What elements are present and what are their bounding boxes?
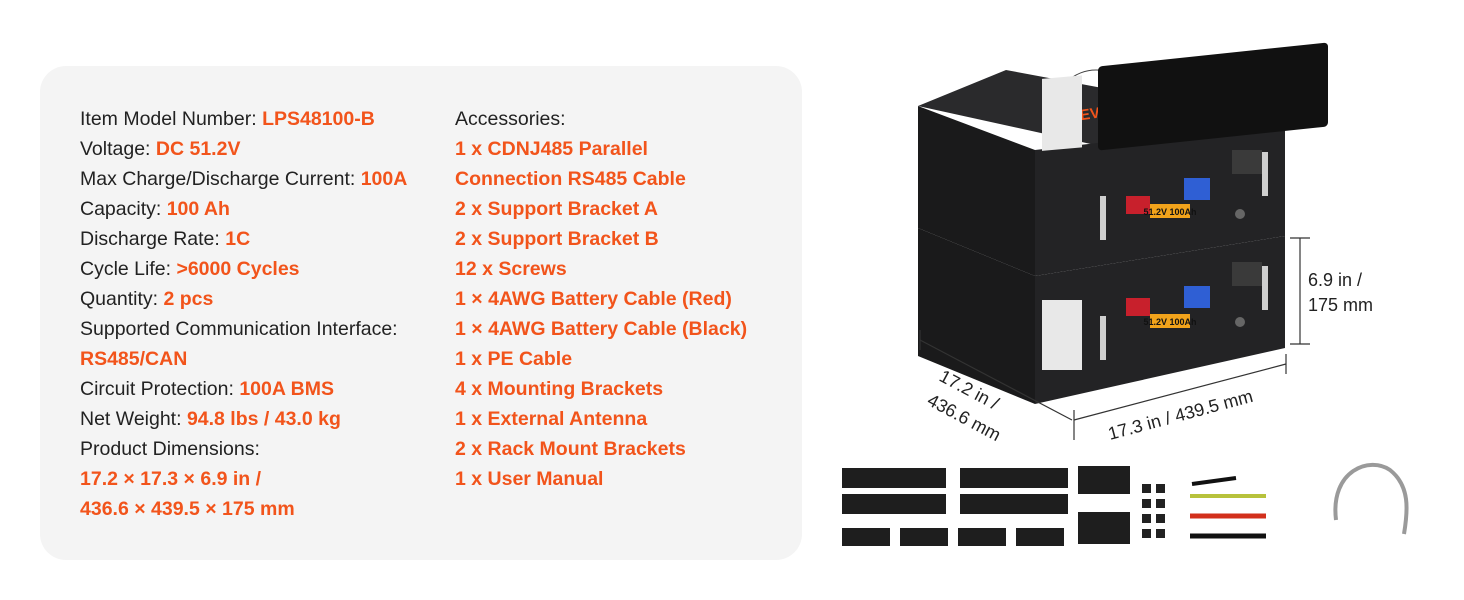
spec-row: Supported Communication Interface:: [80, 314, 450, 344]
accessory-item: 2 x Support Bracket A: [455, 198, 658, 220]
spec-value: LPS48100-B: [262, 108, 375, 130]
handle-left: [1100, 316, 1106, 360]
accessory-item: Connection RS485 Cable: [455, 168, 686, 190]
capacity-label: [1150, 204, 1190, 218]
spec-value: 1C: [225, 228, 251, 250]
spec-row: Voltage: DC 51.2V: [80, 134, 450, 164]
accessory-item: 1 x CDNJ485 Parallel: [455, 138, 648, 160]
height-dimension-mm: 175 mm: [1308, 295, 1373, 315]
spec-value: 17.2 × 17.3 × 6.9 in /: [80, 468, 262, 490]
lcd-display: [1184, 286, 1210, 308]
capacity-label-text: 51.2V 100Ah: [1143, 317, 1196, 327]
capacity-label: [1150, 314, 1190, 328]
width-dimension: 17.3 in / 439.5 mm: [1106, 386, 1255, 444]
battery-side-upper: [918, 106, 1035, 276]
spec-label: Cycle Life:: [80, 258, 177, 280]
spec-label: Supported Communication Interface:: [80, 318, 398, 340]
spec-list: Item Model Number: LPS48100-B Voltage: D…: [80, 104, 450, 524]
handle-right: [1262, 152, 1268, 196]
rack-mount-bracket: [1078, 466, 1130, 494]
spec-row: 436.6 × 439.5 × 175 mm: [80, 494, 450, 524]
spec-label: Quantity:: [80, 288, 164, 310]
spec-row: Capacity: 100 Ah: [80, 194, 450, 224]
spec-row: Cycle Life: >6000 Cycles: [80, 254, 450, 284]
negative-terminal: [1232, 150, 1262, 174]
accessory-item: 12 x Screws: [455, 258, 567, 280]
accessory-item: 1 × 4AWG Battery Cable (Red): [455, 288, 732, 310]
spec-row: Product Dimensions:: [80, 434, 450, 464]
spec-row: RS485/CAN: [80, 344, 450, 374]
spec-label: Net Weight:: [80, 408, 187, 430]
height-dimension-in: 6.9 in /: [1308, 270, 1362, 290]
spec-label: Max Charge/Discharge Current:: [80, 168, 361, 190]
mounting-bracket: [900, 528, 948, 546]
mounting-bracket: [1016, 528, 1064, 546]
support-bracket: [842, 494, 946, 514]
accessories-title: Accessories:: [455, 108, 566, 130]
spec-value: DC 51.2V: [155, 138, 241, 160]
power-button: [1235, 209, 1245, 219]
spec-value: >6000 Cycles: [176, 258, 300, 280]
label-sticker: [1042, 75, 1082, 151]
rack-mount-bracket: [1078, 512, 1130, 544]
label-sticker: [1042, 300, 1082, 370]
positive-terminal: [1126, 298, 1150, 316]
accessory-item: 1 x User Manual: [455, 468, 604, 490]
negative-terminal: [1232, 262, 1262, 286]
spec-label: Product Dimensions:: [80, 438, 260, 460]
spec-value: 94.8 lbs / 43.0 kg: [186, 408, 341, 430]
power-button: [1235, 317, 1245, 327]
accessory-item: 4 x Mounting Brackets: [455, 378, 664, 400]
support-bracket: [960, 494, 1068, 514]
accessory-item: 2 x Rack Mount Brackets: [455, 438, 686, 460]
accessory-item: 1 x External Antenna: [455, 408, 648, 430]
width-dimension-line: [1073, 363, 1287, 421]
rs485-cable: [1333, 462, 1409, 535]
spec-label: Voltage:: [80, 138, 156, 160]
spec-row: Net Weight: 94.8 lbs / 43.0 kg: [80, 404, 450, 434]
spec-value: 100A BMS: [239, 378, 334, 400]
spec-row: Max Charge/Discharge Current: 100A: [80, 164, 450, 194]
battery-side-lower: [918, 228, 1035, 404]
spec-row: Circuit Protection: 100A BMS: [80, 374, 450, 404]
support-bracket: [960, 468, 1068, 488]
handle-right: [1262, 266, 1268, 310]
positive-terminal: [1126, 196, 1150, 214]
spec-card: [40, 66, 802, 560]
battery-front-upper: [1035, 122, 1285, 276]
spec-row: Item Model Number: LPS48100-B: [80, 104, 450, 134]
accessory-item: 2 x Support Bracket B: [455, 228, 659, 250]
accessories-list: Accessories: 1 x CDNJ485 Parallel Connec…: [455, 104, 795, 494]
accessory-item: 1 x PE Cable: [455, 348, 573, 370]
spec-row: Quantity: 2 pcs: [80, 284, 450, 314]
control-panel: [1098, 42, 1328, 151]
screws: [1142, 484, 1165, 538]
spec-value: 436.6 × 439.5 × 175 mm: [80, 498, 295, 520]
spec-value: 2 pcs: [163, 288, 214, 310]
spec-label: Circuit Protection:: [80, 378, 240, 400]
handle-left: [1100, 196, 1106, 240]
accessory-item: 1 × 4AWG Battery Cable (Black): [455, 318, 748, 340]
depth-dimension-line: [919, 339, 1073, 421]
mounting-bracket: [958, 528, 1006, 546]
spec-label: Capacity:: [80, 198, 167, 220]
spec-value: 100A: [360, 168, 408, 190]
spec-row: 17.2 × 17.3 × 6.9 in /: [80, 464, 450, 494]
spec-label: Discharge Rate:: [80, 228, 226, 250]
mounting-bracket: [842, 528, 890, 546]
spec-row: Discharge Rate: 1C: [80, 224, 450, 254]
spec-label: Item Model Number:: [80, 108, 263, 130]
spec-value: RS485/CAN: [80, 348, 188, 370]
external-antenna: [1191, 476, 1237, 486]
capacity-label-text: 51.2V 100Ah: [1143, 207, 1196, 217]
spec-value: 100 Ah: [166, 198, 230, 220]
lcd-display: [1184, 178, 1210, 200]
support-bracket: [842, 468, 946, 488]
